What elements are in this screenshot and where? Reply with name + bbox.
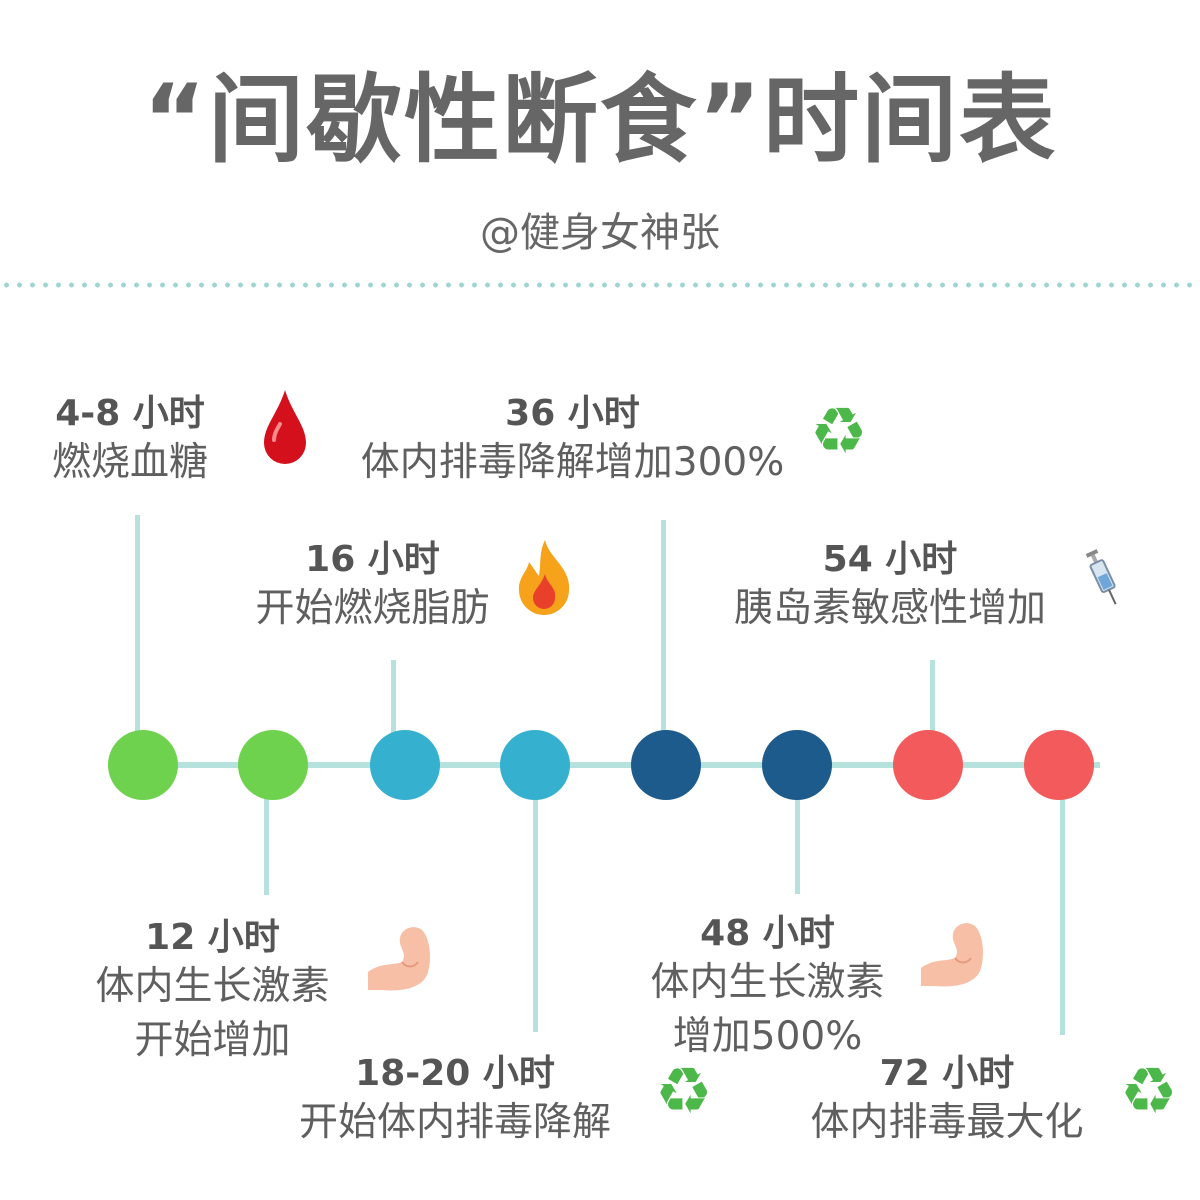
- milestone-desc-line2: 开始增加: [134, 1018, 291, 1063]
- milestone-desc-line1: 体内生长激素: [650, 960, 885, 1005]
- page-title: “间歇性断食”时间表: [142, 64, 1058, 176]
- recycle-icon: ♻: [655, 1055, 713, 1129]
- milestone-72h: 72 小时 体内排毒最大化: [772, 1052, 1122, 1150]
- milestone-time: 54 小时: [822, 539, 958, 580]
- milestone-desc: 胰岛素敏感性增加: [733, 586, 1046, 631]
- milestone-48h: 48 小时 体内生长激素 增加500%: [615, 912, 920, 1064]
- timeline-node-4-8h: [108, 730, 178, 800]
- milestone-16h: 16 小时 开始燃烧脂肪: [225, 538, 520, 636]
- timeline-node-12h: [238, 730, 308, 800]
- milestone-12h: 12 小时 体内生长激素 开始增加: [60, 916, 365, 1068]
- milestone-desc: 燃烧血糖: [51, 440, 208, 485]
- connector-72h: [1060, 797, 1065, 1035]
- milestone-desc-line1: 体内生长激素: [95, 964, 330, 1009]
- milestone-4-8h: 4-8 小时 燃烧血糖: [20, 392, 240, 490]
- milestone-desc: 体内排毒最大化: [810, 1100, 1084, 1145]
- milestone-time: 4-8 小时: [55, 393, 205, 434]
- milestone-time: 18-20 小时: [355, 1053, 555, 1094]
- timeline-node-72h: [1024, 730, 1094, 800]
- milestone-time: 36 小时: [505, 393, 640, 434]
- milestone-time: 48 小时: [700, 913, 835, 954]
- milestone-time: 16 小时: [305, 539, 440, 580]
- blood-drop-icon: [264, 390, 306, 464]
- author-handle: @健身女神张: [480, 210, 720, 256]
- timeline-node-18-20h: [500, 730, 570, 800]
- connector-16h: [391, 660, 396, 733]
- milestone-54h: 54 小时 胰岛素敏感性增加: [690, 538, 1090, 636]
- timeline-node-36h: [631, 730, 701, 800]
- timeline-node-54h: [893, 730, 963, 800]
- dotted-divider: [0, 282, 1200, 288]
- milestone-time: 72 小时: [879, 1053, 1015, 1094]
- syringe-icon: [1085, 549, 1117, 605]
- recycle-icon: ♻: [1120, 1055, 1178, 1129]
- timeline-axis: [108, 762, 1100, 768]
- milestone-time: 12 小时: [145, 917, 280, 958]
- milestone-36h: 36 小时 体内排毒降解增加300%: [310, 392, 835, 490]
- recycle-icon: ♻: [810, 395, 868, 469]
- fire-icon: [518, 540, 570, 615]
- connector-54h: [930, 660, 935, 733]
- flexed-biceps-icon: [368, 927, 430, 991]
- connector-18-20h: [533, 797, 538, 1032]
- milestone-desc: 开始燃烧脂肪: [255, 586, 490, 631]
- connector-48h: [795, 797, 800, 894]
- milestone-desc-line2: 增加500%: [672, 1014, 863, 1059]
- connector-4-8h: [135, 515, 140, 733]
- flexed-biceps-icon: [921, 923, 983, 987]
- milestone-desc: 开始体内排毒降解: [298, 1100, 611, 1145]
- milestone-18-20h: 18-20 小时 开始体内排毒降解: [255, 1052, 655, 1150]
- connector-36h: [661, 520, 666, 733]
- connector-12h: [264, 797, 269, 895]
- timeline-node-16h: [370, 730, 440, 800]
- timeline-node-48h: [762, 730, 832, 800]
- milestone-desc: 体内排毒降解增加300%: [360, 440, 785, 485]
